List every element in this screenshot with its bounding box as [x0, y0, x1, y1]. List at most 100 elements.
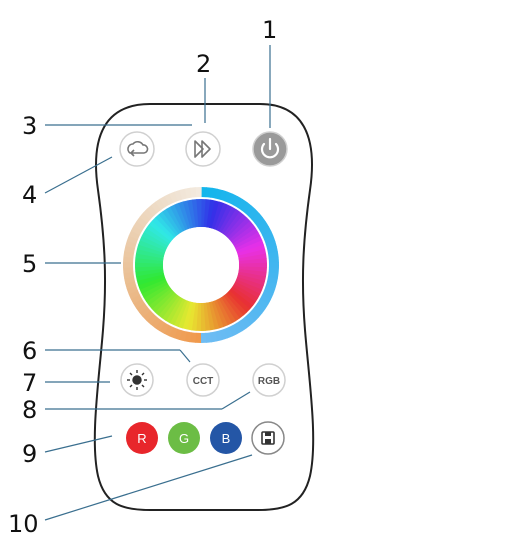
wheel-segment	[136, 216, 148, 227]
wheel-segment	[125, 240, 137, 249]
callout-7: 7	[22, 369, 37, 397]
callout-9: 9	[22, 440, 37, 468]
callout-5: 5	[22, 250, 37, 278]
wheel-segment	[126, 235, 139, 244]
wheel-segment	[265, 281, 277, 290]
wheel-segment	[211, 300, 224, 329]
wheel-segment	[138, 239, 166, 254]
wheel-segment	[133, 298, 145, 309]
wheel-segment	[146, 313, 158, 325]
wheel-segment	[208, 301, 220, 330]
wheel-segment	[227, 290, 251, 313]
wheel-segment	[221, 209, 241, 235]
cycle-mode-icon	[127, 140, 149, 157]
wheel-segment	[123, 266, 134, 274]
color-wheel[interactable]	[123, 187, 279, 344]
speed-button[interactable]	[185, 131, 221, 167]
wheel-segment	[194, 332, 201, 344]
wheel-segment	[218, 206, 237, 233]
wheel-segment	[150, 316, 162, 329]
wheel-segment	[268, 267, 279, 274]
wheel-segment	[244, 313, 256, 326]
wheel-segment	[229, 288, 254, 310]
wheel-segment	[259, 226, 272, 236]
wheel-segment	[220, 295, 240, 322]
wheel-segment	[195, 187, 202, 198]
wheel-segment	[225, 292, 247, 316]
wheel-segment	[267, 251, 279, 259]
wheel-segment	[151, 217, 175, 240]
wheel-segment	[215, 188, 224, 200]
power-button[interactable]	[252, 131, 288, 167]
wheel-segment	[232, 284, 259, 303]
mode-button[interactable]	[119, 131, 155, 167]
callout-8: 8	[22, 396, 37, 424]
wheel-segment	[173, 299, 189, 328]
wheel-segment	[238, 258, 267, 265]
wheel-segment	[128, 289, 140, 300]
wheel-segment	[205, 332, 212, 343]
wheel-segment	[209, 331, 218, 343]
wheel-segment	[232, 228, 259, 247]
wheel-segment	[251, 306, 263, 318]
wheel-segment	[187, 199, 197, 228]
wheel-segment	[159, 322, 170, 334]
wheel-segment	[146, 204, 158, 217]
wheel-segment	[237, 271, 266, 282]
wheel-segment	[165, 297, 184, 324]
wheel-segment	[177, 300, 191, 329]
wheel-segment	[268, 262, 279, 269]
wheel-segment	[196, 199, 202, 228]
wheel-segment	[216, 204, 233, 232]
green-button[interactable]: G	[168, 422, 200, 454]
wheel-segment	[219, 190, 229, 202]
leader-lines	[44, 45, 271, 521]
blue-button[interactable]: B	[210, 422, 242, 454]
wheel-segment	[178, 330, 187, 342]
wheel-segment	[229, 220, 254, 242]
save-floppy-icon	[261, 431, 275, 445]
brightness-button[interactable]	[120, 363, 154, 397]
wheel-segment	[128, 230, 141, 240]
callout-6: 6	[22, 337, 37, 365]
wheel-segment	[163, 324, 174, 337]
wheel-segment	[218, 297, 236, 324]
wheel-segment	[213, 202, 229, 231]
wheel-segment	[223, 327, 233, 339]
callout-4: 4	[22, 181, 37, 209]
cct-button[interactable]: CCT	[186, 363, 220, 397]
wheel-segment	[248, 208, 260, 220]
callout-1: 1	[262, 16, 277, 44]
wheel-segment	[200, 332, 207, 344]
wheel-segment	[139, 212, 151, 224]
wheel-segment	[162, 208, 182, 235]
wheel-segment	[150, 201, 162, 213]
wheel-segment	[230, 224, 257, 245]
wheel-segment	[166, 206, 184, 233]
red-button[interactable]: R	[126, 422, 158, 454]
wheel-segment	[227, 217, 251, 240]
wheel-segment	[244, 205, 256, 217]
wheel-segment	[195, 302, 201, 331]
power-icon	[260, 137, 280, 159]
wheel-segment	[151, 290, 175, 313]
wheel-segment	[236, 240, 264, 254]
wheel-segment	[237, 198, 248, 211]
wheel-segment	[216, 298, 232, 326]
rgb-button[interactable]: RGB	[252, 363, 286, 397]
wheel-segment	[223, 294, 244, 319]
wheel-segment	[133, 220, 145, 231]
wheel-segment	[139, 306, 151, 318]
wheel-segment	[143, 227, 170, 246]
wheel-segment	[208, 200, 220, 229]
wheel-segment	[124, 276, 136, 284]
wheel-segment	[139, 235, 167, 251]
wheel-segment	[257, 221, 269, 232]
wheel-segment	[254, 303, 266, 314]
wheel-segment	[141, 281, 169, 298]
wheel-segment	[170, 204, 186, 232]
wheel-segment	[135, 265, 164, 272]
wheel-segment	[173, 328, 183, 340]
save-button[interactable]	[251, 421, 285, 455]
